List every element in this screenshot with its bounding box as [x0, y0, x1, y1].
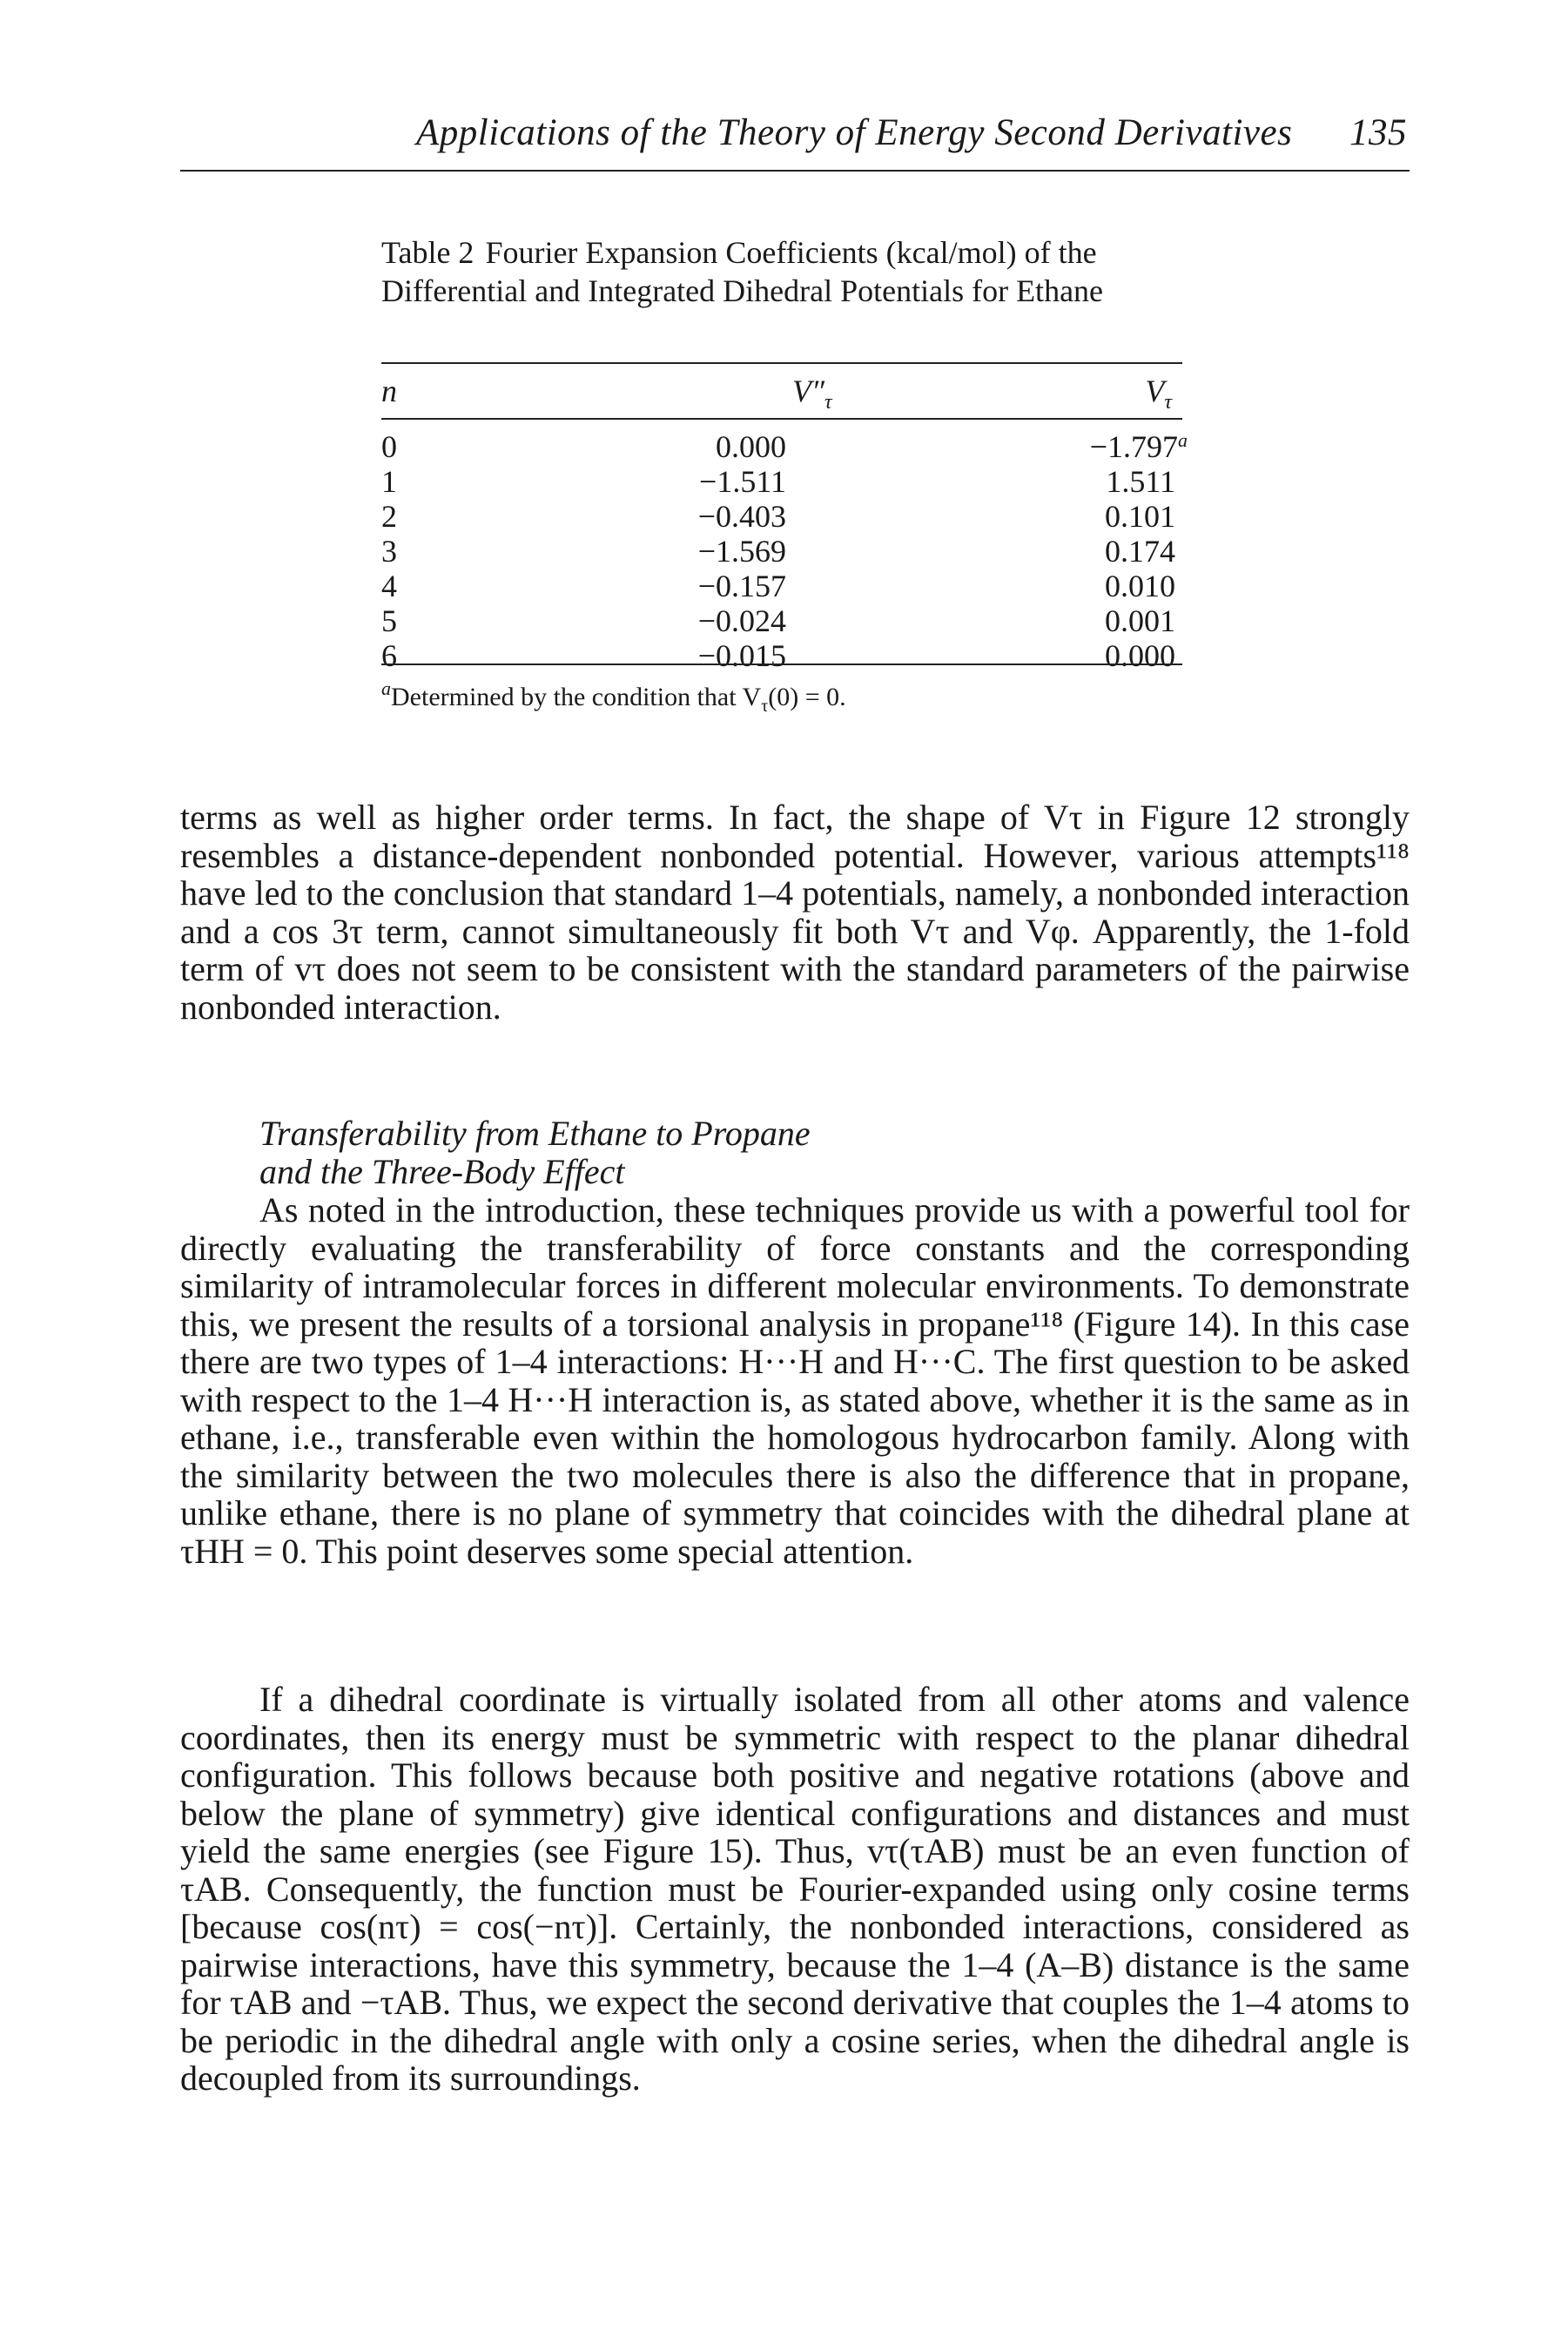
- table-row: 4 −0.157 0.010: [381, 568, 1182, 603]
- subheading-line-2: and the Three-Body Effect: [259, 1152, 625, 1191]
- cell-v-second-derivative: −1.569: [697, 534, 786, 569]
- running-head-title: Applications of the Theory of Energy Sec…: [416, 112, 1293, 153]
- table-label: Table 2: [381, 235, 474, 270]
- cell-v: −1.797a: [1089, 429, 1188, 464]
- cell-n: 5: [381, 603, 397, 638]
- cell-n: 3: [381, 534, 397, 569]
- header-v-second-derivative: V″τ: [792, 374, 832, 414]
- cell-v-second-derivative: −0.403: [697, 499, 786, 534]
- paragraph-3: If a dihedral coordinate is virtually is…: [180, 1681, 1410, 2098]
- footnote-tail: (0) = 0.: [768, 683, 846, 711]
- paragraph-2-text: As noted in the introduction, these tech…: [180, 1190, 1410, 1571]
- table-row: 6 −0.015 0.000: [381, 637, 1182, 673]
- cell-n: 4: [381, 569, 397, 603]
- cell-n: 6: [381, 638, 397, 673]
- footnote-mark: a: [381, 677, 391, 699]
- cell-v-second-derivative: −0.157: [697, 569, 786, 603]
- cell-v: 1.511: [1106, 464, 1175, 499]
- footnote-text: Determined by the condition that V: [391, 683, 762, 711]
- cell-v-second-derivative: 0.000: [716, 429, 786, 464]
- table-header-row: n V″τ Vτ: [381, 373, 1182, 414]
- header-n: n: [381, 374, 397, 408]
- footnote-sub: τ: [761, 697, 769, 716]
- table-row: 1 −1.511 1.511: [381, 463, 1182, 499]
- footnote-mark: a: [1178, 429, 1188, 451]
- paragraph-3-text: If a dihedral coordinate is virtually is…: [180, 1680, 1410, 2098]
- table-top-rule: [381, 362, 1182, 364]
- subheading-line-1: Transferability from Ethane to Propane: [259, 1114, 811, 1153]
- header-rule: [180, 170, 1410, 172]
- section-subheading: Transferability from Ethane to Propane a…: [259, 1115, 811, 1191]
- table-row: 5 −0.024 0.001: [381, 603, 1182, 638]
- cell-v: 0.101: [1105, 499, 1175, 534]
- running-head: Applications of the Theory of Energy Sec…: [416, 111, 1407, 154]
- cell-v: 0.174: [1105, 534, 1175, 569]
- table-row: 2 −0.403 0.101: [381, 498, 1182, 534]
- table-row: 0 0.000 −1.797a: [381, 428, 1188, 464]
- paragraph-1: terms as well as higher order terms. In …: [180, 798, 1410, 1026]
- cell-v: 0.001: [1105, 603, 1175, 638]
- page-number: 135: [1349, 112, 1407, 153]
- table-caption-text: Fourier Expansion Coefficients (kcal/mol…: [381, 235, 1104, 308]
- cell-n: 0: [381, 429, 397, 464]
- paragraph-2: As noted in the introduction, these tech…: [180, 1191, 1410, 1570]
- table-header-rule: [381, 418, 1182, 420]
- cell-n: 2: [381, 499, 397, 534]
- table-row: 3 −1.569 0.174: [381, 533, 1182, 569]
- cell-v: 0.000: [1105, 638, 1175, 673]
- table-2: Table 2 Fourier Expansion Coefficients (…: [381, 233, 1188, 716]
- cell-n: 1: [381, 464, 397, 499]
- table-bottom-rule: [381, 664, 1182, 665]
- table-caption: Table 2 Fourier Expansion Coefficients (…: [381, 233, 1182, 310]
- cell-v-second-derivative: −1.511: [699, 464, 786, 499]
- header-v: Vτ: [1145, 374, 1172, 414]
- paragraph-1-text: terms as well as higher order terms. In …: [180, 798, 1410, 1027]
- cell-v: 0.010: [1105, 569, 1175, 603]
- cell-v-second-derivative: −0.015: [697, 638, 786, 673]
- cell-v-second-derivative: −0.024: [697, 603, 786, 638]
- table-footnote: aDetermined by the condition that Vτ(0) …: [381, 677, 846, 717]
